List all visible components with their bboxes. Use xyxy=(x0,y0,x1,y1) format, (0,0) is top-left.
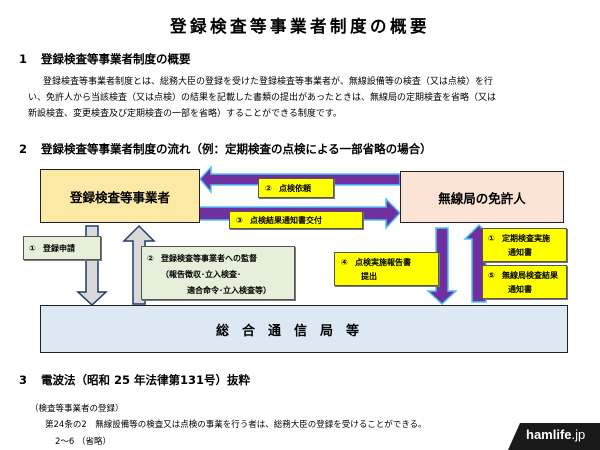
report-label-number: ④ xyxy=(341,258,348,267)
station-result-label-line1: 無線局検査結果 xyxy=(502,271,558,280)
section-1-heading: 1 登録検査等事業者制度の概要 xyxy=(19,51,191,67)
supervision-label: ② 登録検査等事業者への監督 （報告徴収･立入検査･ 適合命令･立入検査等） xyxy=(141,246,295,300)
section-1-line: い、免許人から当該検査（又は点検）の結果を記載した書類の提出があったときは、無線… xyxy=(28,93,497,103)
supervision-label-number: ② xyxy=(147,254,154,263)
bureau-node: 総 合 通 信 局 等 xyxy=(40,305,568,353)
registration-label: ① 登録申請 xyxy=(23,236,101,260)
law-caption: （検査等事業者の登録） xyxy=(30,404,124,414)
section-3-title: 電波法（昭和 25 年法律第131号）抜粋 xyxy=(41,373,251,387)
periodic-notice-label: ① 定期検査実施 通知書 xyxy=(482,228,567,262)
registration-label-number: ① xyxy=(29,244,36,253)
section-2-number: 2 xyxy=(19,142,28,156)
station-result-label-line2: 通知書 xyxy=(508,285,532,294)
report-label: ④ 点検実施報告書 提出 xyxy=(334,252,439,286)
section-2-heading: 2 登録検査等事業者制度の流れ（例：定期検査の点検による一部省略の場合） xyxy=(19,141,432,157)
station-result-label: ⑤ 無線局検査結果 通知書 xyxy=(482,265,567,299)
result-notice-label: ③ 点検結果通知書交付 xyxy=(229,211,363,229)
section-3-number: 3 xyxy=(19,373,28,387)
registration-label-text: 登録申請 xyxy=(43,244,75,253)
hamlife-logo: hamlife.jp xyxy=(508,423,600,450)
section-2-title: 登録検査等事業者制度の流れ（例：定期検査の点検による一部省略の場合） xyxy=(41,142,432,156)
result-notice-label-text: 点検結果通知書交付 xyxy=(250,216,322,225)
periodic-notice-label-number: ① xyxy=(488,234,495,243)
logo-badge-shape xyxy=(508,423,600,450)
supervision-label-line3: 適合命令･立入検査等） xyxy=(187,286,271,295)
law-omitted: 2～6 （省略） xyxy=(55,437,112,447)
periodic-notice-label-line1: 定期検査実施 xyxy=(502,234,550,243)
licensee-node: 無線局の免許人 xyxy=(400,171,564,223)
report-label-line2: 提出 xyxy=(361,272,377,281)
logo-brand: hamlife xyxy=(526,427,572,442)
inspector-node: 登録検査等事業者 xyxy=(40,169,200,223)
report-arrow xyxy=(426,227,458,306)
report-label-line1: 点検実施報告書 xyxy=(355,258,411,267)
supervision-label-line1: 登録検査等事業者への監督 xyxy=(161,254,257,263)
supervision-label-line2: （報告徴収･立入検査･ xyxy=(161,270,241,279)
section-1-body: 登録検査等事業者制度とは、総務大臣の登録を受けた登録検査等事業者が、無線設備等の… xyxy=(28,74,588,122)
section-1-line: 新設検査、変更検査及び定期検査の一部を省略）することができる制度です。 xyxy=(28,109,342,119)
station-result-label-number: ⑤ xyxy=(488,271,495,280)
request-label-text: 点検依頼 xyxy=(279,184,311,193)
section-1-line: 登録検査等事業者制度とは、総務大臣の登録を受けた登録検査等事業者が、無線設備等の… xyxy=(43,77,493,87)
section-1-title: 登録検査等事業者制度の概要 xyxy=(41,52,191,66)
page-title: 登録検査等事業者制度の概要 xyxy=(170,17,430,36)
law-article: 第24条の2 無線設備等の検査又は点検の事業を行う者は、総務大臣の登録を受けるこ… xyxy=(45,420,427,430)
section-1-number: 1 xyxy=(19,52,28,66)
request-label-number: ② xyxy=(265,184,272,193)
logo-suffix: .jp xyxy=(571,427,586,442)
request-label: ② 点検依頼 xyxy=(258,178,334,198)
periodic-notice-label-line2: 通知書 xyxy=(508,248,532,257)
result-notice-label-number: ③ xyxy=(236,216,243,225)
section-3-heading: 3 電波法（昭和 25 年法律第131号）抜粋 xyxy=(19,372,250,388)
